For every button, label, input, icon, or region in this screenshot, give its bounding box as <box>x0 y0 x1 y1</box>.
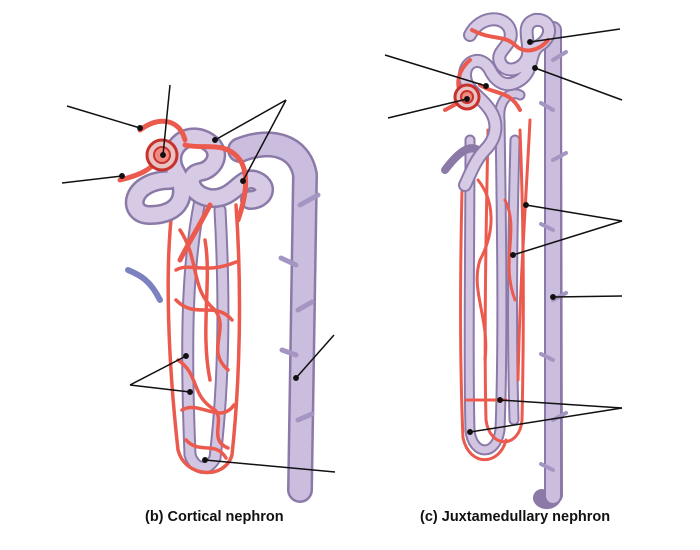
juxta-leader-lines <box>384 28 623 435</box>
cortical-collecting-duct <box>227 131 321 503</box>
leader-dot <box>137 125 143 131</box>
leader-line-capillaries-b <box>129 384 191 393</box>
leader-line-efferent <box>61 175 123 184</box>
leader-dot <box>212 137 218 143</box>
leader-line-vasa-recta-b <box>512 220 623 256</box>
leader-line-afferent <box>66 105 141 129</box>
leader-dot <box>202 457 208 463</box>
leader-dot <box>119 173 125 179</box>
juxta-convoluted-tubule <box>457 12 556 192</box>
leader-line-vasa-recta-a <box>525 204 623 222</box>
caption-juxtamedullary-nephron: (c) Juxtamedullary nephron <box>420 509 611 525</box>
leader-dot <box>464 96 470 102</box>
juxta-collecting-duct <box>533 21 568 510</box>
leader-line-collecting-duct <box>295 334 335 379</box>
leader-dot <box>510 252 516 258</box>
leader-dot <box>523 202 529 208</box>
leader-line-juxta-afferent <box>384 54 487 87</box>
leader-line-juxta-efferent <box>534 67 623 101</box>
leader-line-juxta-top-right <box>529 28 621 43</box>
leader-dot <box>183 353 189 359</box>
cortical-glomerulus <box>145 138 179 172</box>
leader-line-ptc-a <box>214 99 287 141</box>
leader-dot <box>293 375 299 381</box>
leader-line-loop-a <box>499 399 623 409</box>
caption-cortical-nephron: (b) Cortical nephron <box>145 509 284 525</box>
cortical-leader-lines <box>61 84 336 473</box>
leader-line-juxta-glomerulus <box>387 98 468 119</box>
leader-dot <box>467 429 473 435</box>
leader-line-loop-b <box>469 407 623 433</box>
leader-dot <box>527 39 533 45</box>
leader-line-loop-tip <box>204 459 336 473</box>
leader-dot <box>160 152 166 158</box>
leader-dot <box>550 294 556 300</box>
leader-dot <box>532 65 538 71</box>
leader-dot <box>483 83 489 89</box>
cortical-peritubular-capillaries <box>125 203 242 475</box>
leader-line-ptc-b <box>242 99 287 182</box>
leader-dot <box>187 389 193 395</box>
leader-dot <box>497 397 503 403</box>
leader-line-glomerulus <box>162 84 171 156</box>
juxtamedullary-nephron <box>384 12 623 510</box>
leader-line-juxta-collecting-duct <box>552 295 623 298</box>
leader-dot <box>240 178 246 184</box>
cortical-nephron <box>61 84 336 503</box>
juxta-vasa-recta <box>459 118 532 462</box>
leader-line-capillaries-a <box>129 355 187 386</box>
cortical-tubule-loop <box>181 193 230 474</box>
